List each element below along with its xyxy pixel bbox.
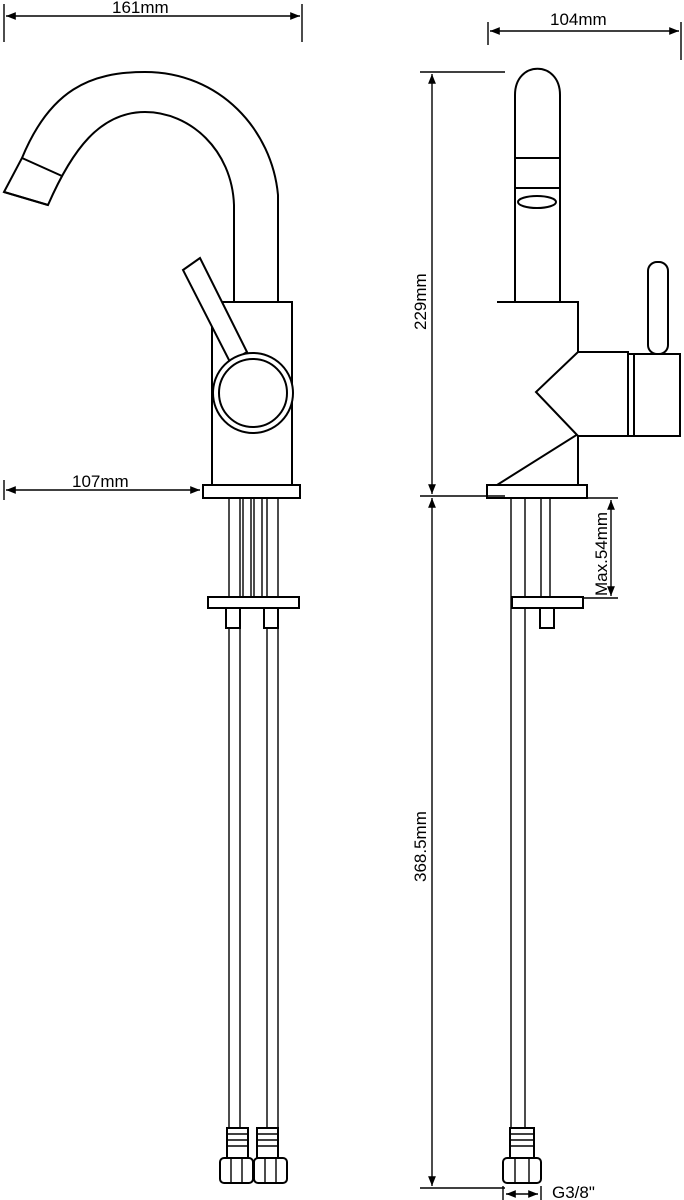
dim-tap-height: 229mm: [411, 71, 505, 497]
dim-spout-reach: 107mm: [3, 472, 200, 500]
dim-thread: G3/8": [502, 1183, 595, 1200]
front-spout: [2, 70, 279, 303]
side-width-label: 104mm: [550, 10, 607, 29]
side-spout: [514, 67, 561, 302]
hose-length-label: 368.5mm: [411, 811, 430, 882]
tap-height-label: 229mm: [411, 273, 430, 330]
front-view: [2, 70, 301, 1184]
side-view: [486, 67, 681, 1184]
front-lever: [181, 256, 249, 364]
side-hoses: [502, 497, 584, 1184]
side-lever: [647, 261, 669, 355]
side-knob: [534, 351, 629, 437]
front-knob: [212, 352, 294, 434]
dim-max-deck: Max.54mm: [584, 497, 618, 599]
dim-front-width: 161mm: [3, 0, 303, 42]
front-width-label: 161mm: [112, 0, 169, 17]
thread-label: G3/8": [552, 1183, 595, 1200]
spout-reach-label: 107mm: [72, 472, 129, 491]
dim-side-width: 104mm: [487, 10, 682, 60]
dim-hose-length: 368.5mm: [411, 498, 505, 1189]
max-deck-label: Max.54mm: [592, 512, 611, 596]
front-hoses: [207, 497, 300, 1184]
